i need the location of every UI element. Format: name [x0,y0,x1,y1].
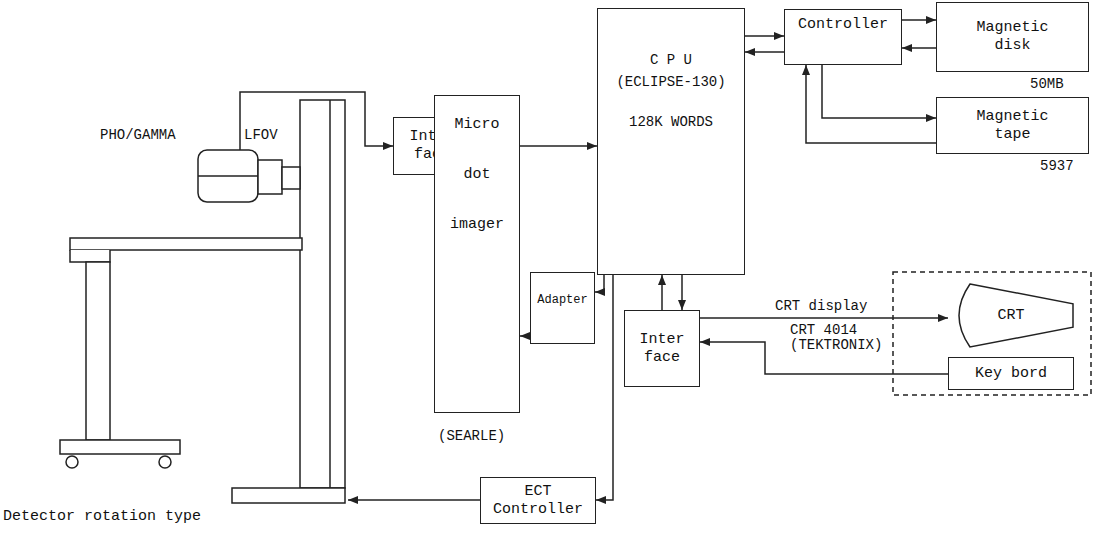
box-text: Magnetic tape [965,108,1061,144]
detector-head [198,150,258,202]
box-text: Controller [798,16,888,34]
connector [700,317,948,319]
crt-outline-path [959,284,1073,347]
connector [520,335,530,337]
ect-controller-box: ECT Controller [480,477,596,524]
stand-column [300,100,345,488]
adapter-box: Adapter [530,272,595,344]
interface-box: Inter face [624,310,700,387]
connector [902,19,936,21]
connector [822,65,936,118]
box-text: (ECLIPSE-130) [616,73,725,91]
maker-name: (SEARLE) [438,428,505,444]
detector-neck [258,160,282,194]
detector-seam [198,175,258,177]
connector [902,47,936,49]
controller-box: Controller [784,9,902,65]
box-text: Magnetic disk [965,19,1061,55]
connector [595,275,604,292]
crt-tube: CRT [948,283,1074,348]
terminal-outline [893,272,1091,395]
box-text: Adapter [537,291,587,309]
box-text: Micro dot imager [446,100,508,250]
box-text: CRT [997,307,1024,325]
connector [745,51,784,53]
terminal-model: CRT 4014 (TEKTRONIX) [790,323,895,353]
disk-box: Magnetic disk [936,2,1089,72]
device-name: PHO/GAMMA LFOV [100,127,278,143]
bed-pedestal [86,262,110,440]
cpu-box: C P U (ECLIPSE-130) 128K WORDS [597,8,745,275]
figure-note: Detector rotation type [3,509,201,525]
box-text: ECT Controller [488,483,588,519]
connector [661,275,663,310]
box-text: Inter face [631,331,693,367]
control-wire [348,499,480,501]
box-text: Key bord [975,365,1047,383]
signal-name: CRT display [775,298,867,314]
bed-base [60,440,180,454]
connector [681,275,683,310]
keyboard-box: Key bord [948,357,1074,390]
model-number: 5937 [1040,158,1074,174]
box-text: C P U [650,51,692,69]
wheel [66,456,78,468]
bed-lip [70,250,110,262]
patient-bed [70,238,302,250]
capacity-note: 50MB [1030,76,1064,92]
connector [745,35,784,37]
tape-box: Magnetic tape [936,97,1089,154]
box-text: 128K WORDS [629,113,713,131]
stand-foot [232,488,345,503]
imager-box: Micro dot imager [434,95,520,413]
detector-arm [282,167,300,189]
connector [806,65,936,143]
stand-rail [329,100,331,488]
connector [596,275,613,500]
wheel [159,456,171,468]
